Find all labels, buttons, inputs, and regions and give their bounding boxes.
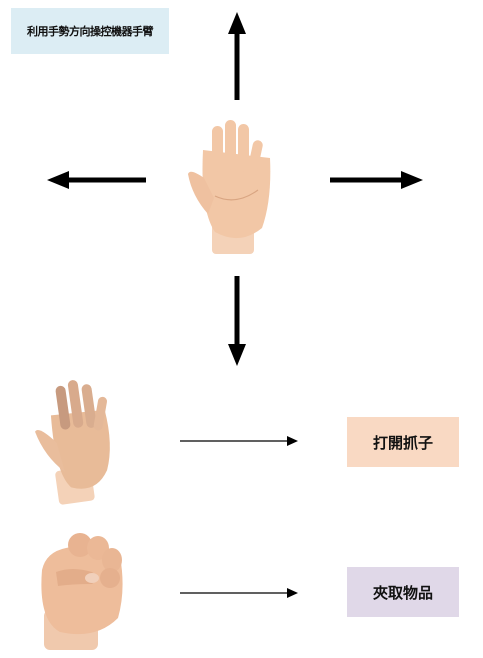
arrow-fist-to-label <box>180 588 298 598</box>
diagram-title: 利用手勢方向操控機器手臂 <box>11 8 169 54</box>
open-palm-hand-center <box>188 120 271 254</box>
arrow-up <box>228 12 246 100</box>
arrow-open-to-label <box>180 436 298 446</box>
arrow-left <box>47 171 146 189</box>
closed-fist-hand <box>41 533 123 650</box>
open-palm-hand-small <box>35 380 110 505</box>
action-label-grab-object: 夾取物品 <box>347 567 459 617</box>
arrow-down <box>228 276 246 366</box>
arrow-right <box>330 171 423 189</box>
action-label-open-gripper: 打開抓子 <box>347 417 459 467</box>
